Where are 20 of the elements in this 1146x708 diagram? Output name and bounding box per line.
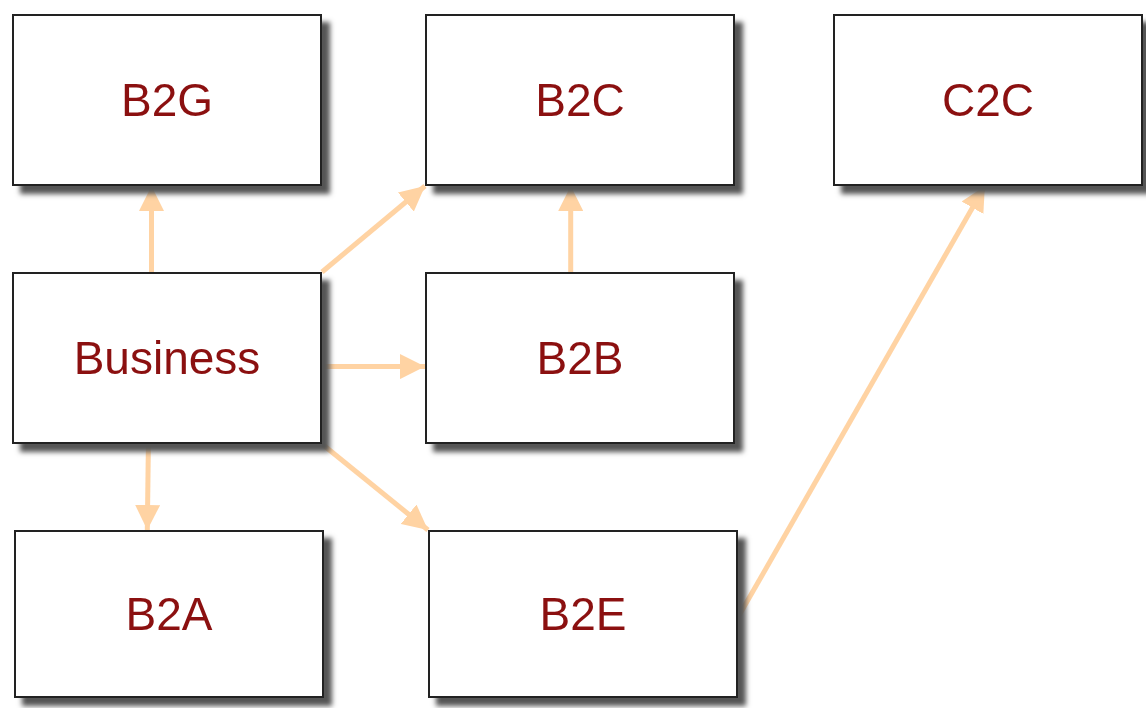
process-box: [14, 530, 324, 698]
arrow: [322, 354, 425, 380]
process-box: [425, 14, 735, 186]
process-box: [12, 14, 322, 186]
arrow: [320, 184, 427, 274]
process-box: [833, 14, 1143, 186]
process-box: [428, 530, 738, 698]
arrow: [320, 442, 430, 532]
node-label: B2B: [536, 331, 624, 385]
node-label: Business: [73, 331, 261, 385]
node-label: B2G: [120, 73, 213, 127]
node-label: C2C: [942, 73, 1034, 127]
arrow: [558, 186, 584, 272]
arrow: [139, 186, 164, 272]
node-label: B2A: [125, 587, 213, 641]
process-box: [12, 272, 322, 444]
node-label: B2C: [535, 73, 625, 127]
arrow: [135, 443, 161, 531]
node-label: B2E: [539, 587, 627, 641]
process-box: [425, 272, 735, 444]
